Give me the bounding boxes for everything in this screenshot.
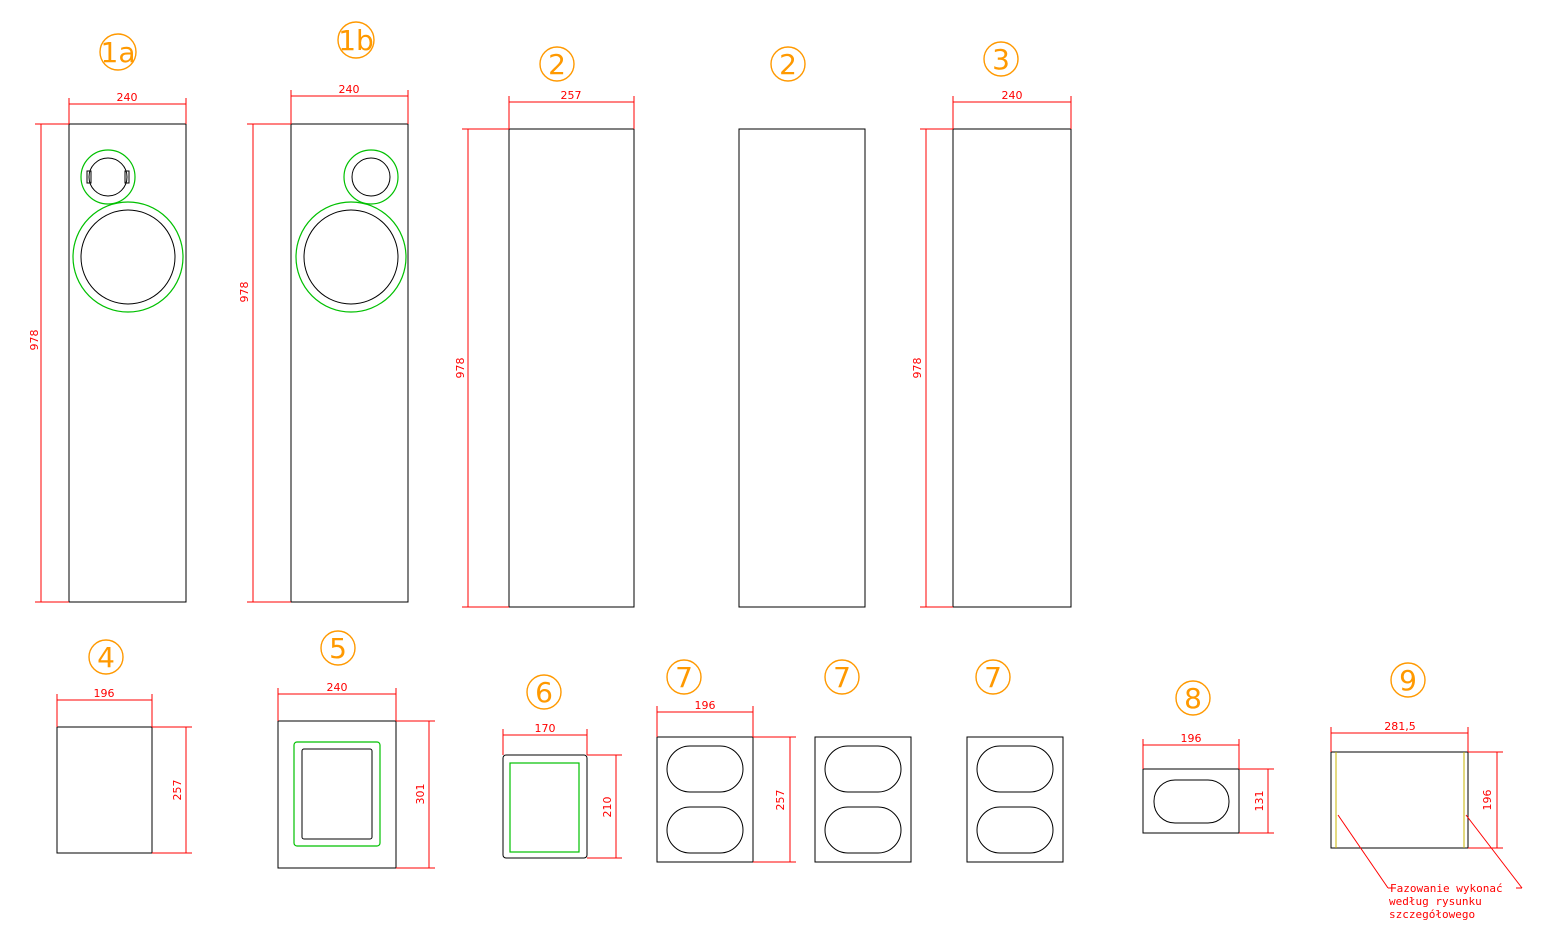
height-dimension: 978	[238, 282, 251, 303]
cutout-outer	[293, 741, 381, 847]
panel-outline	[277, 720, 397, 869]
part-6: 6 170 210	[502, 674, 622, 859]
part-3: 3 240 978	[911, 41, 1072, 608]
panel-outline	[502, 754, 588, 859]
part-label-circle	[770, 46, 806, 82]
part-9: 9 281,5 196 Fazowanie wykonać według rys…	[1330, 662, 1523, 921]
port-cutout-top	[666, 745, 744, 793]
panel-outline	[1142, 768, 1240, 834]
part-label-circle	[975, 659, 1011, 695]
height-dimension: 978	[28, 330, 41, 351]
part-label: 9	[1399, 664, 1417, 697]
tweeter-cutout-outer	[343, 149, 399, 205]
panel-outline	[656, 736, 754, 863]
part-label-circle	[320, 630, 356, 666]
part-label: 7	[675, 661, 693, 694]
part-label-circle	[99, 33, 137, 71]
width-dimension: 240	[327, 681, 348, 694]
height-dimension: 196	[1481, 790, 1494, 811]
part-label: 7	[984, 661, 1002, 694]
width-dimension: 240	[1002, 89, 1023, 102]
note-line-2: według rysunku	[1389, 895, 1482, 908]
part-5: 5 240 301	[277, 630, 435, 869]
part-8: 8 196 131	[1142, 680, 1274, 834]
part-7: 7 196 257	[656, 659, 796, 863]
height-dimension: 257	[774, 790, 787, 811]
note-leader-right	[1465, 814, 1523, 889]
part-label: 4	[97, 641, 115, 674]
part-label: 3	[992, 43, 1010, 76]
part-label: 1b	[338, 24, 374, 57]
part-label: 5	[329, 632, 347, 665]
height-dimension: 131	[1253, 791, 1266, 812]
port-cutout-bottom	[976, 806, 1054, 854]
width-dimension: 257	[561, 89, 582, 102]
note-line-3: szczegółowego	[1389, 908, 1475, 921]
height-dimension: 301	[414, 784, 427, 805]
tweeter-cutout-inner	[88, 157, 128, 197]
part-label-circle	[539, 46, 575, 82]
height-dimension: 210	[601, 797, 614, 818]
tweeter-cutout-outer	[80, 149, 136, 205]
tweeter-cutout-inner	[351, 157, 391, 197]
part-label-circle	[983, 41, 1019, 77]
panel-outline	[952, 128, 1072, 608]
part-1a: 1a 240 978	[28, 33, 187, 603]
port-cutout-bottom	[824, 806, 902, 854]
woofer-cutout-inner	[303, 209, 399, 305]
part-label: 7	[833, 661, 851, 694]
note-line-1: Fazowanie wykonać	[1390, 882, 1503, 895]
part-label-circle	[88, 639, 124, 675]
width-dimension: 170	[535, 722, 556, 735]
part-label-circle	[337, 21, 375, 59]
width-dimension: 240	[117, 91, 138, 104]
part-1b: 1b 240 978	[238, 21, 409, 603]
panel-outline	[68, 123, 187, 603]
part-7-third: 7	[966, 659, 1064, 863]
port-cutout	[1153, 779, 1230, 824]
part-label-circle	[666, 659, 702, 695]
width-dimension: 196	[94, 687, 115, 700]
part-4: 4 196 257	[56, 639, 192, 854]
part-label: 1a	[101, 36, 136, 69]
woofer-cutout-outer	[72, 201, 184, 313]
panel-outline	[56, 726, 153, 854]
width-dimension: 196	[695, 699, 716, 712]
height-dimension: 257	[171, 780, 184, 801]
part-2-second: 2	[738, 46, 866, 608]
note-leader-left	[1337, 814, 1389, 889]
cutout-inner	[301, 748, 373, 840]
part-label: 6	[535, 676, 553, 709]
part-label-circle	[526, 674, 562, 710]
tweeter-mount-tabs	[86, 170, 130, 184]
height-dimension: 978	[911, 358, 924, 379]
part-2: 2 257 978	[454, 46, 635, 608]
part-label-circle	[824, 659, 860, 695]
panel-outline	[508, 128, 635, 608]
panel-outline	[738, 128, 866, 608]
part-label: 2	[779, 48, 797, 81]
woofer-cutout-outer	[295, 201, 407, 313]
panel-outline	[1330, 751, 1469, 849]
part-label: 8	[1184, 682, 1202, 715]
panel-outline	[814, 736, 912, 863]
panel-outline	[290, 123, 409, 603]
panel-outline	[966, 736, 1064, 863]
cutout-outer	[509, 762, 580, 853]
port-cutout-top	[824, 745, 902, 793]
width-dimension: 196	[1181, 732, 1202, 745]
height-dimension: 978	[454, 358, 467, 379]
woofer-cutout-inner	[80, 209, 176, 305]
part-label-circle	[1390, 662, 1426, 698]
port-cutout-top	[976, 745, 1054, 793]
width-dimension: 281,5	[1384, 720, 1416, 733]
width-dimension: 240	[339, 83, 360, 96]
port-cutout-bottom	[666, 806, 744, 854]
part-label-circle	[1175, 680, 1211, 716]
part-label: 2	[548, 48, 566, 81]
part-7-second: 7	[814, 659, 912, 863]
